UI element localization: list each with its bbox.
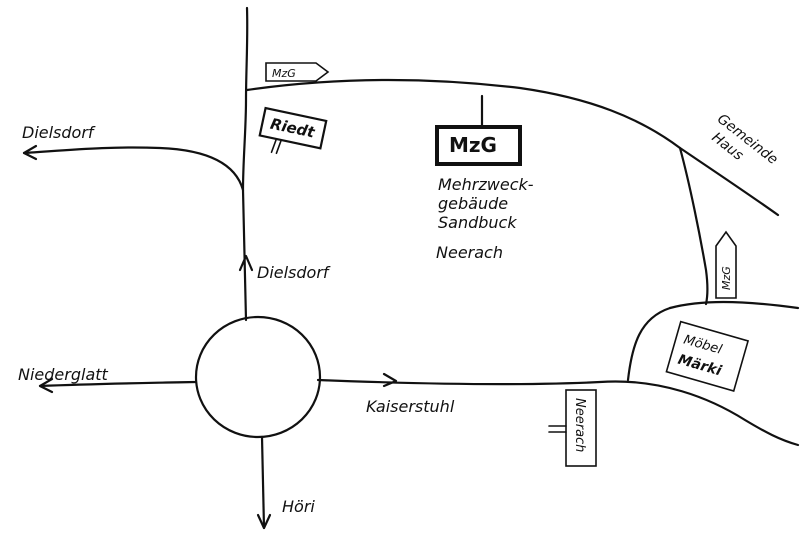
label-dielsdorf-road: Dielsdorf [257, 263, 331, 282]
sign-mzg-top-label: MzG [272, 67, 296, 80]
sign-moebel-maerki: Möbel Märki [665, 320, 750, 392]
sign-mzg-top: MzG [265, 62, 330, 82]
road-north-south [241, 6, 249, 322]
label-mzg-desc-2: gebäude [438, 194, 508, 213]
arrow-kaiserstuhl [382, 372, 398, 388]
road-kaiserstuhl [316, 378, 800, 447]
label-niederglatt: Niederglatt [18, 365, 109, 384]
arrow-dielsdorf-north [238, 254, 254, 272]
mzg-building-label: MzG [449, 133, 497, 157]
road-right-vertical [678, 146, 709, 306]
label-neerach: Neerach [436, 243, 503, 262]
arrow-dielsdorf [22, 144, 38, 161]
label-kaiserstuhl: Kaiserstuhl [366, 397, 455, 416]
road-curve-south [626, 306, 672, 382]
sign-mzg-right-label: MzG [720, 266, 733, 290]
label-mzg-desc-3: Sandbuck [438, 213, 517, 232]
roundabout [194, 315, 322, 439]
arrow-hoeri [256, 513, 272, 530]
roads [22, 6, 800, 530]
sign-riedt: Riedt [258, 106, 328, 155]
arrow-niederglatt [38, 377, 54, 394]
sign-mzg-right: MzG [715, 230, 737, 299]
road-top-east [245, 78, 780, 217]
road-right-horizontal [668, 300, 800, 310]
sign-neerach: Neerach [548, 389, 597, 467]
road-hoeri [260, 435, 266, 530]
mzg-building: MzG [435, 125, 522, 166]
road-to-dielsdorf [22, 146, 245, 192]
label-dielsdorf-west: Dielsdorf [22, 123, 96, 142]
label-hoeri: Höri [282, 497, 315, 516]
sign-neerach-label: Neerach [572, 398, 587, 452]
signs: MzG Riedt MzG Gemeinde Haus MzG Möbel Mä… [258, 62, 781, 467]
label-mzg-desc-1: Mehrzweck- [438, 175, 534, 194]
road-niederglatt [38, 380, 198, 388]
place-labels: Dielsdorf Dielsdorf Niederglatt Kaiserst… [18, 123, 534, 516]
